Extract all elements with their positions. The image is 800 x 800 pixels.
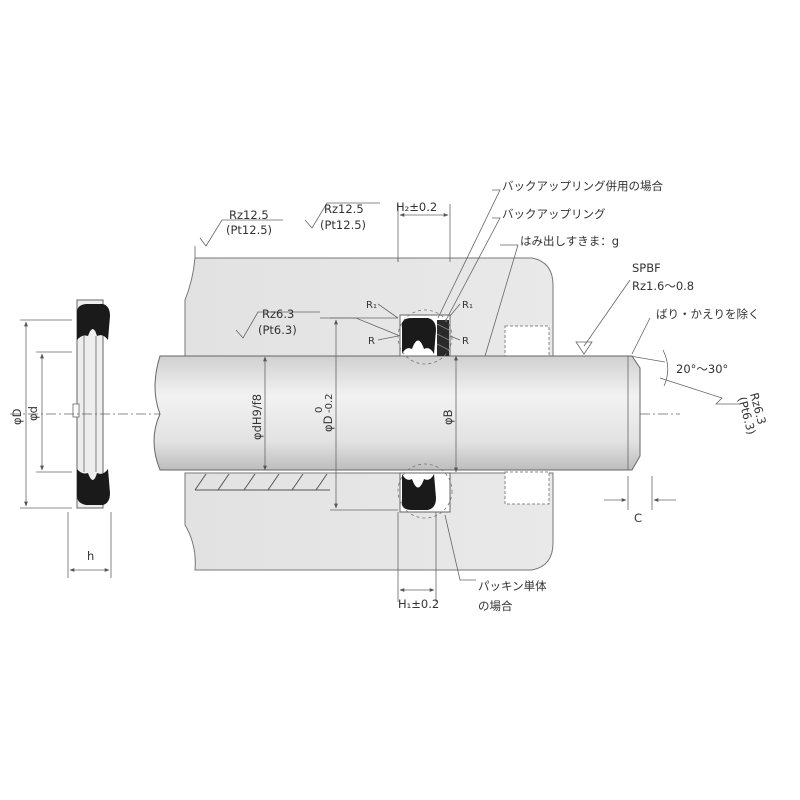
- roughness-symbol-1: Rz12.5 (Pt12.5): [194, 208, 283, 258]
- dim-label-inner-diameter: φd: [26, 406, 40, 421]
- angle-label: 20°～30°: [676, 362, 728, 376]
- seal-section-bottom: [76, 469, 110, 505]
- roughness-3-rz: Rz6.3: [262, 307, 294, 321]
- callout-backup-ring: バックアップリング: [502, 207, 606, 221]
- callout-spbf: SPBF: [632, 261, 661, 275]
- callout-backup-ring-combined: バックアップリング併用の場合: [502, 179, 663, 193]
- callout-extrusion-gap: はみ出しすきま：g: [520, 234, 619, 248]
- dim-label-height: h: [87, 549, 94, 563]
- housing: [184, 257, 554, 571]
- dim-label-groove-tol-upper: 0: [314, 407, 325, 413]
- callout-rod-roughness: Rz1.6～0.8: [632, 279, 694, 293]
- rod-body: [153, 355, 641, 471]
- assembly-dimensions: H₂±0.2 H₁±0.2 φdH9/f8 φD 0 -0.2 φB C 20°…: [250, 200, 728, 611]
- dim-label-B: φB: [441, 409, 455, 425]
- dim-label-outer-diameter: φD: [10, 408, 24, 425]
- callout-packing-only-line1: パッキン単体: [478, 579, 547, 593]
- standalone-seal-view: φD φd h: [10, 299, 112, 578]
- callout-packing-only-line2: の場合: [478, 599, 513, 613]
- seal-in-groove-top: [401, 318, 436, 354]
- housing-lower: [184, 472, 554, 571]
- detail-circle-bottom: [397, 463, 453, 519]
- dim-label-groove-diameter: φD: [321, 415, 335, 432]
- roughness-symbol-3: Rz6.3 (Pt6.3): [235, 307, 401, 339]
- dust-seal-lower: [504, 471, 550, 505]
- callouts: バックアップリング併用の場合 バックアップリング はみ出しすきま：g SPBF …: [437, 179, 760, 613]
- seal-section-top: [76, 304, 110, 340]
- roughness-1-pt: (Pt12.5): [226, 223, 272, 237]
- radius-r-right: R: [462, 336, 469, 347]
- radius-r1-left: R₁: [366, 300, 377, 311]
- roughness-symbol-2: Rz12.5 (Pt12.5): [304, 202, 399, 262]
- roughness-3-pt: (Pt6.3): [258, 323, 297, 337]
- dim-label-rod-diameter: φdH9/f8: [250, 394, 264, 440]
- radius-r-left: R: [368, 336, 375, 347]
- roughness-2-pt: (Pt12.5): [320, 218, 366, 232]
- dim-label-chamfer-C: C: [634, 511, 642, 525]
- roughness-2-rz: Rz12.5: [324, 202, 364, 216]
- seal-ring-body: [76, 299, 104, 509]
- piston-rod: [153, 355, 641, 471]
- roughness-1-rz: Rz12.5: [229, 208, 269, 222]
- roughness-symbol-4: Rz6.3 (Pt6.3): [659, 377, 769, 436]
- dim-label-groove-tol-lower: -0.2: [324, 393, 335, 413]
- seal-in-groove-bottom: [401, 474, 436, 510]
- dim-label-H2: H₂±0.2: [396, 200, 437, 214]
- callout-deburr: ばり・かえりを除く: [656, 307, 760, 321]
- dust-seal-upper: [504, 325, 550, 359]
- radius-r1-right: R₁: [462, 300, 473, 311]
- dim-label-H1: H₁±0.2: [398, 597, 439, 611]
- backup-ring-top: [437, 320, 449, 356]
